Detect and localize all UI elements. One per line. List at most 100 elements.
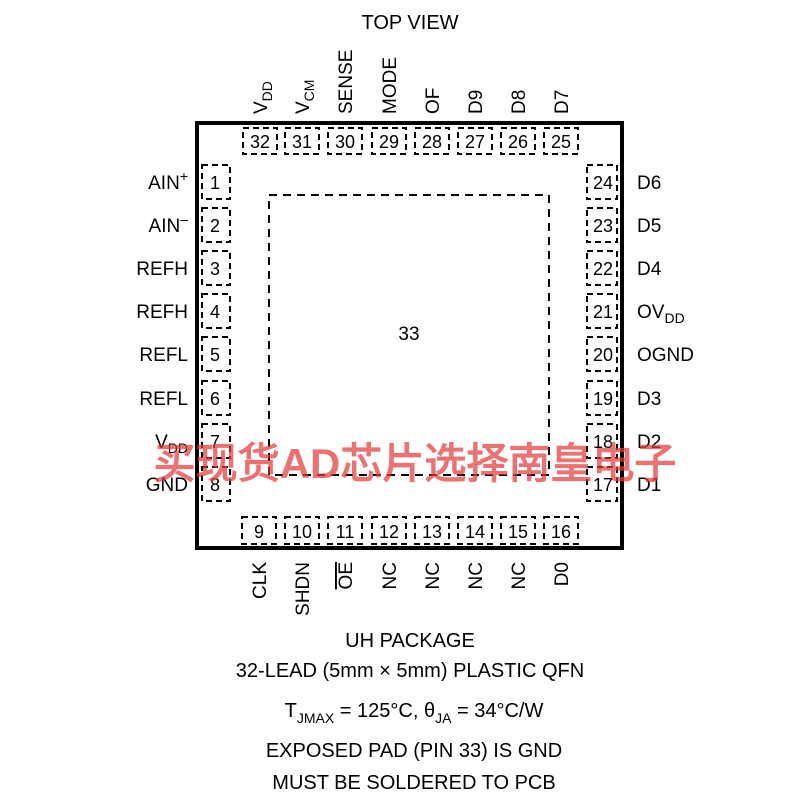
pin-number: 15 [508, 522, 528, 542]
pin-label: OGND [637, 345, 694, 366]
pin-number: 30 [335, 132, 355, 152]
pin-label: NC [466, 562, 487, 589]
pin-pad [201, 164, 231, 200]
package-body [195, 121, 624, 550]
exposed-pad [268, 194, 550, 476]
pin-number: 7 [210, 432, 220, 452]
package-name: UH PACKAGE [345, 630, 475, 652]
pin-label: OF [423, 88, 444, 114]
pin-pad [201, 423, 231, 459]
pin-number: 6 [210, 389, 220, 409]
pin-label: CLK [250, 562, 271, 599]
exposed-pad-note: EXPOSED PAD (PIN 33) IS GND [266, 740, 562, 762]
pin-number: 23 [593, 216, 613, 236]
pin-pad [586, 336, 618, 372]
pin-number: 13 [422, 522, 442, 542]
pin-label: REFL [139, 345, 188, 366]
pin-pad [201, 466, 231, 502]
pin-right-17: 17 D1 [586, 466, 661, 502]
pin-number: 21 [593, 302, 613, 322]
pin-label: D0 [552, 562, 573, 586]
pin-number: 5 [210, 345, 220, 365]
pin-number: 17 [593, 475, 613, 495]
pin-pad [201, 250, 231, 286]
pin-pad [586, 250, 618, 286]
pin-number: 25 [551, 132, 571, 152]
pin-number: 20 [593, 345, 613, 365]
pin-number: 14 [465, 522, 485, 542]
pin-label: D5 [637, 216, 661, 237]
pin-number: 29 [379, 132, 399, 152]
pin-label: D8 [509, 90, 530, 114]
pin-left-1: 1 AIN+ [148, 164, 231, 200]
pin-top-31: 31 VCM [284, 80, 320, 155]
pin-left-3: 3 REFH [136, 250, 231, 286]
pin-number: 10 [292, 522, 312, 542]
pin-top-25: 25 D7 [543, 90, 579, 155]
pin-left-6: 6 REFL [139, 380, 231, 416]
pin-left-8: 8 GND [146, 466, 231, 502]
thermal-spec: TJMAX = 125°C, θJA = 34°C/W [285, 700, 544, 726]
pin-label: D6 [637, 173, 661, 194]
pin-pad [201, 336, 231, 372]
pin-label: GND [146, 475, 188, 496]
pin-right-23: 23 D5 [586, 207, 661, 243]
pin-number: 31 [292, 132, 312, 152]
pin-label: D1 [637, 475, 661, 496]
pin-label: SENSE [336, 50, 357, 114]
pin-label: D7 [552, 90, 573, 114]
top-view-label: TOP VIEW [361, 12, 458, 34]
exposed-pad-number: 33 [398, 324, 419, 345]
pin-number: 28 [422, 132, 442, 152]
pin-number: 3 [210, 259, 220, 279]
pin-label: D9 [466, 90, 487, 114]
pin-number: 9 [254, 522, 264, 542]
pin-label: REFL [139, 389, 188, 410]
pin-pad [586, 423, 618, 459]
pin-pad [201, 380, 231, 416]
solder-note: MUST BE SOLDERED TO PCB [272, 772, 555, 794]
pin-top-30: 30 SENSE [327, 50, 363, 155]
pin-left-5: 5 REFL [139, 336, 231, 372]
pin-top-29: 29 MODE [371, 57, 407, 155]
pin-number: 1 [210, 173, 220, 193]
pin-label: REFH [136, 302, 188, 323]
package-description: 32-LEAD (5mm × 5mm) PLASTIC QFN [236, 660, 584, 682]
pin-label: NC [423, 562, 444, 589]
pin-label: VCM [293, 80, 317, 114]
pin-label: AIN– [149, 211, 189, 237]
pin-label: AIN+ [148, 168, 188, 194]
pin-number: 16 [551, 522, 571, 542]
pin-top-28: 28 OF [414, 88, 450, 155]
pin-right-21: 21 OVDD [586, 293, 685, 329]
pin-pad [586, 164, 618, 200]
pin-label: VDD [251, 81, 275, 114]
pin-label: REFH [136, 259, 188, 280]
pin-number: 12 [379, 522, 399, 542]
pin-number: 8 [210, 475, 220, 495]
pin-pad [586, 466, 618, 502]
pin-label: MODE [380, 57, 401, 114]
pin-number: 19 [593, 389, 613, 409]
pin-label: OVDD [637, 302, 685, 326]
pin-left-2: 2 AIN– [149, 207, 231, 243]
pin-number: 2 [210, 216, 220, 236]
pin-label: D4 [637, 259, 662, 280]
